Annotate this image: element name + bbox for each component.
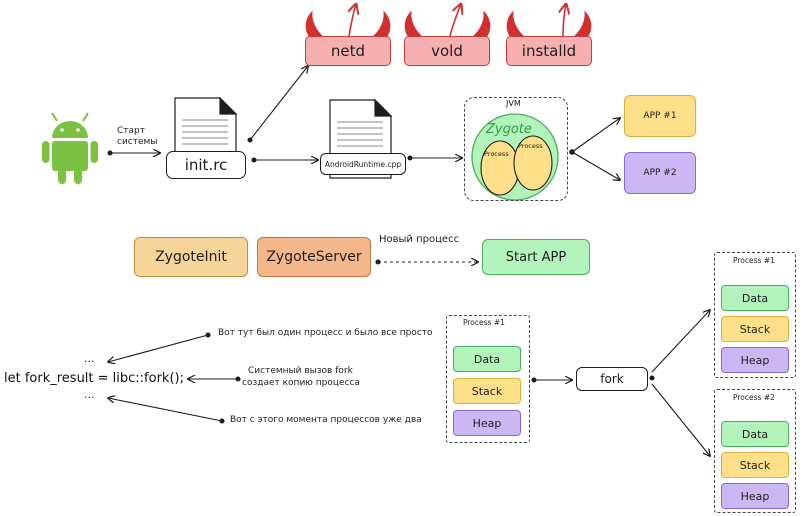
code-dots-bottom: ... [84,388,95,401]
code-dots-top: ... [84,352,95,365]
parent-process-container [446,315,530,443]
daemon-vold: vold [404,36,490,66]
jvm-container [464,97,568,201]
child-process-1-container [714,252,796,378]
daemon-netd: netd [305,36,391,66]
parent-process-title: Process #1 [463,318,505,327]
android-logo-icon [42,112,98,184]
daemon-up-arrows [349,4,566,37]
daemon-horns [305,10,592,37]
child-process-2-title: Process #2 [733,393,775,402]
parent-heap-segment: Heap [453,410,521,436]
zygote-label: Zygote [486,122,532,137]
annotation-two-processes: Вот с этого момента процессов уже два [230,415,422,425]
fork-box: fork [576,367,648,391]
zygote-process-2-label: Process [518,142,543,150]
annotation-copy-process: создает копию процесса [242,378,360,388]
annotation-fork-syscall: Системный вызов fork [248,366,353,376]
child-1-stack-segment: Stack [721,316,789,342]
jvm-label: JVM [506,99,521,108]
parent-data-segment: Data [453,346,521,372]
start-app-box: Start APP [482,239,590,275]
child-2-heap-segment: Heap [721,483,789,509]
zygote-server-box: ZygoteServer [257,237,371,277]
zygote-init-box: ZygoteInit [134,237,248,277]
parent-stack-segment: Stack [453,378,521,404]
child-1-data-segment: Data [721,285,789,311]
child-2-data-segment: Data [721,421,789,447]
app-2-box: APP #2 [624,152,696,194]
annotation-one-process: Вот тут был один процесс и было все прос… [218,328,433,338]
child-process-2-container [714,389,796,513]
runtime-label: AndroidRuntime.cpp [320,153,406,175]
daemon-installd: installd [506,36,592,66]
new-process-label: Новый процесс [379,234,460,245]
child-1-heap-segment: Heap [721,347,789,373]
zygote-process-1-label: Process [484,150,509,158]
child-2-stack-segment: Stack [721,452,789,478]
init-rc-label: init.rc [166,151,246,179]
code-fork-line: let fork_result = libc::fork(); [4,371,184,386]
boot-label: Старт системы [117,126,158,147]
zygote-process-2-shape [513,135,553,191]
app-1-box: APP #1 [624,95,696,137]
child-process-1-title: Process #1 [733,256,775,265]
